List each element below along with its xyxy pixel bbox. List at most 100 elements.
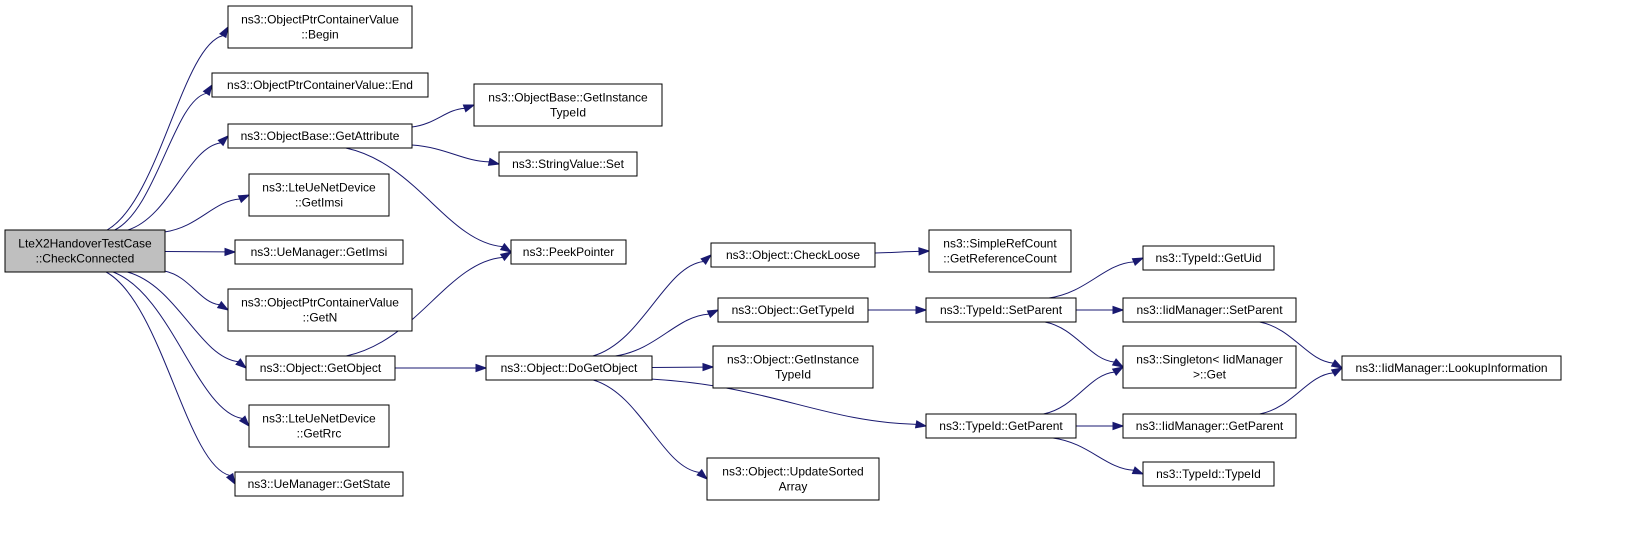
- node-getobject[interactable]: ns3::Object::GetObject: [245, 355, 396, 381]
- edge-getobject-to-dogetobj: [395, 363, 488, 373]
- node-label: ::Begin: [301, 28, 338, 42]
- arrow-head: [237, 194, 251, 204]
- node-tidgetuid[interactable]: ns3::TypeId::GetUid: [1142, 245, 1275, 271]
- node-label: ns3::IidManager::GetParent: [1136, 419, 1284, 433]
- node-end[interactable]: ns3::ObjectPtrContainerValue::End: [211, 72, 429, 98]
- node-root[interactable]: LteX2HandoverTestCase::CheckConnected: [4, 229, 166, 273]
- arrow-head: [702, 362, 715, 372]
- edge-root-to-getn: [164, 270, 230, 311]
- arrow-head: [202, 83, 213, 97]
- node-label: ns3::LteUeNetDevice: [262, 181, 376, 195]
- node-box: [211, 72, 429, 98]
- node-getimsi2[interactable]: ns3::UeManager::GetImsi: [234, 239, 404, 265]
- node-box: [248, 173, 390, 217]
- edge-tidgetparent-to-iidgetparent: [1076, 421, 1125, 431]
- node-label: ns3::SimpleRefCount: [943, 237, 1057, 251]
- edge-line: [105, 271, 230, 476]
- node-box: [928, 229, 1072, 273]
- node-strset[interactable]: ns3::StringValue::Set: [498, 151, 638, 177]
- arrow-head: [475, 363, 488, 373]
- edge-line: [114, 92, 207, 231]
- arrow-head: [700, 254, 713, 266]
- node-iidsetparent[interactable]: ns3::IidManager::SetParent: [1122, 297, 1297, 323]
- arrow-head: [216, 300, 230, 311]
- node-box: [925, 413, 1077, 439]
- edge-root-to-getstate: [105, 271, 236, 486]
- node-label: ns3::ObjectPtrContainerValue: [241, 296, 399, 310]
- node-label: ns3::Object::CheckLoose: [726, 248, 860, 262]
- node-box: [498, 151, 638, 177]
- node-getattr[interactable]: ns3::ObjectBase::GetAttribute: [227, 123, 413, 149]
- node-label: ns3::ObjectBase::GetAttribute: [241, 129, 400, 143]
- node-dogetobj[interactable]: ns3::Object::DoGetObject: [485, 355, 653, 381]
- node-label: >::Get: [1193, 368, 1227, 382]
- arrow-head: [915, 305, 928, 315]
- arrow-head: [1330, 367, 1344, 377]
- node-box: [1142, 245, 1275, 271]
- node-getrefcount[interactable]: ns3::SimpleRefCount::GetReferenceCount: [928, 229, 1072, 273]
- node-box: [248, 404, 390, 448]
- edge-getattr-to-strset: [411, 144, 501, 166]
- edge-tidgetparent-to-tidtypeid: [1052, 437, 1145, 475]
- node-tidsetparent[interactable]: ns3::TypeId::SetParent: [925, 297, 1077, 323]
- node-label: ns3::LteUeNetDevice: [262, 412, 376, 426]
- node-box: [485, 355, 653, 381]
- node-tidgetparent[interactable]: ns3::TypeId::GetParent: [925, 413, 1077, 439]
- edge-objgettid-to-tidsetparent: [868, 305, 928, 315]
- node-box: [227, 5, 413, 49]
- node-begin[interactable]: ns3::ObjectPtrContainerValue::Begin: [227, 5, 413, 49]
- edge-line: [1044, 321, 1115, 363]
- node-iidgetparent[interactable]: ns3::IidManager::GetParent: [1122, 413, 1297, 439]
- node-lookup[interactable]: ns3::IidManager::LookupInformation: [1341, 355, 1562, 381]
- arrow-head: [235, 358, 248, 369]
- edge-getattr-to-peek: [345, 147, 513, 253]
- edge-dogetobj-to-checkloose: [592, 254, 713, 357]
- node-label: ::GetN: [303, 311, 338, 325]
- node-peek[interactable]: ns3::PeekPointer: [510, 239, 627, 265]
- edge-root-to-getimsi1: [164, 194, 251, 233]
- arrow-head: [1112, 421, 1125, 431]
- edge-line: [164, 270, 220, 306]
- edge-line: [112, 271, 243, 419]
- node-label: ns3::PeekPointer: [523, 245, 614, 259]
- edge-tidgetparent-to-singleton: [1043, 366, 1125, 415]
- node-getn[interactable]: ns3::ObjectPtrContainerValue::GetN: [227, 288, 413, 332]
- node-box: [1122, 297, 1297, 323]
- node-tidtypeid[interactable]: ns3::TypeId::TypeId: [1142, 461, 1275, 487]
- edge-root-to-getimsi2: [164, 247, 237, 257]
- node-box: [712, 345, 874, 389]
- node-getstate[interactable]: ns3::UeManager::GetState: [234, 471, 404, 497]
- edge-line: [164, 198, 240, 233]
- arrow-head: [1131, 466, 1145, 475]
- edge-line: [1052, 437, 1134, 471]
- node-box: [1142, 461, 1275, 487]
- node-label: ns3::ObjectBase::GetInstance: [488, 91, 648, 105]
- node-label: ns3::Object::GetObject: [260, 361, 382, 375]
- edge-checkloose-to-getrefcount: [874, 247, 931, 256]
- arrow-head: [225, 472, 236, 486]
- node-objgettid[interactable]: ns3::Object::GetTypeId: [717, 297, 869, 323]
- node-checkloose[interactable]: ns3::Object::CheckLoose: [710, 242, 876, 268]
- edge-getattr-to-obgetinst: [411, 104, 476, 128]
- arrow-head: [224, 247, 237, 257]
- edge-line: [346, 256, 503, 357]
- edge-tidsetparent-to-singleton: [1044, 321, 1125, 368]
- node-box: [510, 239, 627, 265]
- node-label: ns3::Object::GetInstance: [727, 353, 859, 367]
- arrow-head: [1131, 257, 1145, 266]
- node-label: ns3::ObjectPtrContainerValue::End: [227, 78, 413, 92]
- edge-iidgetparent-to-lookup: [1259, 367, 1344, 415]
- edge-root-to-end: [114, 83, 213, 231]
- node-singleton[interactable]: ns3::Singleton< IidManager>::Get: [1122, 345, 1297, 389]
- edge-root-to-getobject: [127, 271, 248, 369]
- node-getrrc[interactable]: ns3::LteUeNetDevice::GetRrc: [248, 404, 390, 448]
- node-getimsi1[interactable]: ns3::LteUeNetDevice::GetImsi: [248, 173, 390, 217]
- node-label: ns3::Singleton< IidManager: [1136, 353, 1282, 367]
- node-label: Array: [779, 480, 808, 494]
- edge-iidsetparent-to-lookup: [1259, 321, 1344, 369]
- node-label: ns3::TypeId::SetParent: [940, 303, 1063, 317]
